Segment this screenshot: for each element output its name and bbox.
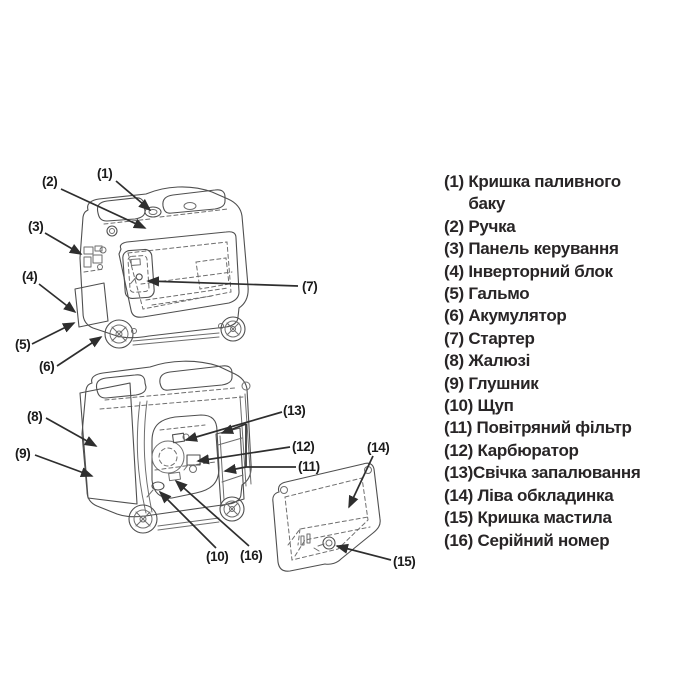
part-item-11: (11) Повітряний фільтр [444, 417, 660, 439]
part-number: (14) [444, 485, 478, 505]
callout-label-3: (3) [28, 219, 43, 234]
part-label: Ручка [468, 216, 516, 236]
callout-label-2: (2) [42, 174, 57, 189]
callout-label-4: (4) [22, 269, 37, 284]
part-number: (6) [444, 306, 469, 326]
serial-plate-icon [168, 471, 181, 482]
part-label: Глушник [468, 373, 539, 393]
part-item-10: (10) Щуп [444, 395, 660, 417]
part-label: Кришка мастила [477, 508, 612, 528]
part-label: Кришка паливного баку [468, 172, 621, 214]
part-number: (4) [444, 261, 469, 281]
generator-internals-drawing [79, 360, 252, 534]
louver-panel-icon [79, 382, 138, 505]
part-number: (3) [444, 239, 469, 259]
callout-label-5: (5) [15, 337, 30, 352]
part-label: Свічка запалювання [473, 463, 641, 483]
air-filter-icon [215, 427, 245, 507]
part-number: (12) [444, 440, 478, 460]
part-label: Стартер [468, 328, 535, 348]
callout-label-9: (9) [15, 446, 30, 461]
callout-label-11: (11) [298, 459, 320, 474]
part-number: (16) [444, 530, 478, 550]
part-label: Акумулятор [468, 306, 567, 326]
left-cover-drawing [272, 462, 381, 572]
vent-panel-icon [74, 282, 109, 328]
callout-label-14: (14) [367, 440, 389, 455]
part-label: Щуп [477, 396, 514, 416]
callout-label-16: (16) [240, 548, 262, 563]
part-label: Панель керування [468, 239, 619, 259]
part-number: (9) [444, 373, 469, 393]
fuel-cap-icon [144, 202, 197, 218]
part-item-16: (16) Серійний номер [444, 530, 660, 552]
part-label: Карбюратор [477, 440, 579, 460]
control-panel-icon [83, 225, 118, 273]
part-number: (15) [444, 508, 478, 528]
callout-label-7: (7) [302, 279, 317, 294]
part-item-5: (5) Гальмо [444, 283, 660, 305]
callout-label-6: (6) [39, 359, 54, 374]
wheel-icon [128, 496, 245, 534]
part-label: Серійний номер [477, 530, 610, 550]
callout-label-13: (13) [283, 403, 305, 418]
part-label: Інверторний блок [468, 261, 613, 281]
part-label: Жалюзі [468, 351, 531, 371]
callout-label-15: (15) [393, 554, 415, 569]
callout-label-10: (10) [206, 549, 228, 564]
wheel-icon [104, 316, 246, 349]
part-item-9: (9) Глушник [444, 373, 660, 395]
part-number: (8) [444, 351, 469, 371]
carburetor-icon [183, 454, 201, 473]
part-number: (13) [444, 463, 474, 483]
callout-label-8: (8) [27, 409, 42, 424]
callout-label-1: (1) [97, 166, 112, 181]
part-number: (5) [444, 284, 469, 304]
part-label: Гальмо [468, 284, 530, 304]
starter-door-icon [122, 248, 155, 299]
part-number: (2) [444, 216, 469, 236]
parts-list: (1) Кришка паливного баку (2) Ручка (3) … [444, 171, 660, 552]
part-item-15: (15) Кришка мастила [444, 507, 660, 529]
part-number: (7) [444, 328, 469, 348]
part-item-14: (14) Ліва обкладинка [444, 485, 660, 507]
part-item-1: (1) Кришка паливного баку [444, 171, 660, 216]
oil-cap-icon [313, 536, 336, 552]
generator-assembled-drawing [74, 186, 249, 349]
callout-labels: (1) (2) (3) (4) (5) (6) (7) (8) (9) (10)… [15, 166, 416, 569]
part-number: (10) [444, 396, 478, 416]
part-item-13: (13)Свічка запалювання [444, 462, 660, 484]
engine-icon [151, 414, 220, 499]
part-item-4: (4) Інверторний блок [444, 261, 660, 283]
part-item-2: (2) Ручка [444, 216, 660, 238]
part-label: Ліва обкладинка [477, 485, 614, 505]
part-item-7: (7) Стартер [444, 328, 660, 350]
callout-label-12: (12) [292, 439, 314, 454]
dipstick-icon [146, 481, 165, 498]
part-item-12: (12) Карбюратор [444, 440, 660, 462]
part-number: (1) [444, 172, 469, 191]
leader-lines [31, 180, 392, 561]
spark-plug-icon [171, 432, 186, 444]
part-item-3: (3) Панель керування [444, 238, 660, 260]
part-number: (11) [444, 418, 477, 438]
part-item-6: (6) Акумулятор [444, 305, 660, 327]
part-item-8: (8) Жалюзі [444, 350, 660, 372]
part-label: Повітряний фільтр [476, 418, 632, 438]
